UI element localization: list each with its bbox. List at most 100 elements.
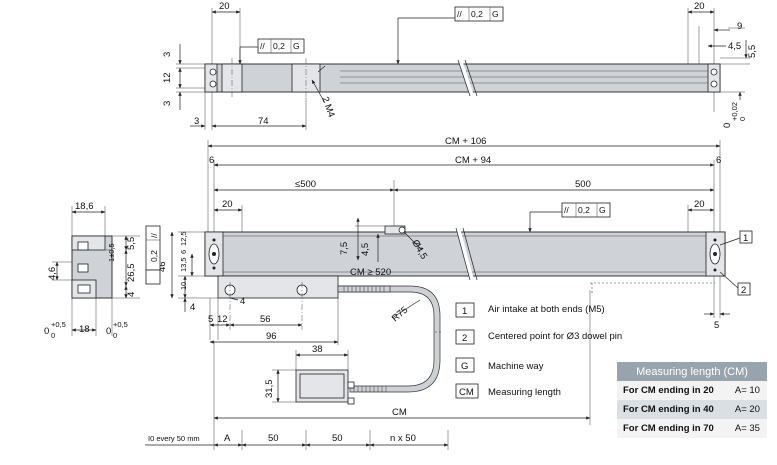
top-view: 20 20 // 0,2 G // 0,2 G bbox=[162, 1, 758, 130]
dim-26-5: 26,5 bbox=[126, 264, 137, 283]
table-row: For CM ending in 20 A= 10 bbox=[617, 381, 767, 400]
table-cell-value: A= 10 bbox=[732, 381, 767, 400]
label-2-m4: 2 M4 bbox=[319, 95, 337, 119]
svg-text:Centered point for Ø3 dowel pi: Centered point for Ø3 dowel pin bbox=[488, 331, 622, 342]
table-cell-value: A= 35 bbox=[732, 419, 767, 438]
dim-4-bottom: 4 bbox=[190, 302, 195, 313]
svg-text:0,2: 0,2 bbox=[273, 41, 285, 51]
dim-500-right: 500 bbox=[575, 179, 591, 190]
parallelism-frame-top-left: // 0,2 G bbox=[257, 38, 305, 54]
dim-top-3-bottom: 3 bbox=[194, 116, 199, 127]
dim-500-left: ≤500 bbox=[295, 179, 316, 190]
dim-top-3-upper: 3 bbox=[162, 52, 173, 57]
table-cell-label: For CM ending in 70 bbox=[617, 419, 733, 438]
svg-text:0,2: 0,2 bbox=[149, 250, 159, 262]
dim-56: 56 bbox=[260, 314, 271, 325]
reference-cell-50b: 50 bbox=[332, 433, 343, 444]
tol-side-left-upper: +0,5 bbox=[51, 320, 66, 329]
dim-top-20-left: 20 bbox=[219, 1, 230, 12]
measuring-table-header: Measuring length (CM) bbox=[617, 362, 767, 381]
side-view: 18,6 4,6 1±0,5 5,5 26,5 4 // 0,2 bbox=[44, 201, 161, 340]
reference-scale: I0 every 50 mm A 50 50 n x 50 bbox=[145, 430, 449, 450]
dim-cm-plus-106: CM + 106 bbox=[445, 136, 486, 147]
dim-12-5: 12,5 bbox=[179, 231, 188, 246]
dim-38: 38 bbox=[312, 344, 323, 355]
svg-text:G: G bbox=[461, 361, 468, 372]
tol-side-right-upper: +0,5 bbox=[113, 320, 128, 329]
dim-4-mid: 4 bbox=[240, 296, 245, 307]
tol-side-right-base: 0 bbox=[106, 326, 111, 337]
legend-item-2: 2 Centered point for Ø3 dowel pin bbox=[455, 329, 622, 345]
front-view: CM + 106 CM + 94 6 6 ≤500 500 20 20 // 0… bbox=[157, 136, 753, 430]
parallelism-frame-side: // 0,2 bbox=[145, 225, 161, 285]
dim-5: 5 bbox=[208, 314, 213, 325]
reference-scale-label: I0 every 50 mm bbox=[148, 434, 200, 443]
dim-top-12: 12 bbox=[162, 72, 173, 83]
svg-text:Machine way: Machine way bbox=[488, 361, 544, 372]
reference-cell-nx50: n x 50 bbox=[390, 433, 416, 444]
dim-4-side: 4 bbox=[126, 292, 137, 297]
dim-cm-plus-94: CM + 94 bbox=[455, 155, 491, 166]
svg-text:2: 2 bbox=[462, 333, 467, 344]
dim-5-right: 5 bbox=[714, 320, 719, 331]
dim-4-5-front: 4,5 bbox=[360, 243, 371, 256]
tol-side-left-base: 0 bbox=[44, 326, 49, 337]
svg-text://: // bbox=[260, 41, 265, 51]
legend-item-cm: CM Measuring length bbox=[455, 383, 561, 399]
reference-cell-50a: 50 bbox=[268, 433, 279, 444]
dim-front-20-left: 20 bbox=[222, 199, 233, 210]
callout-1: 1 bbox=[743, 233, 748, 244]
reference-cell-a: A bbox=[224, 433, 231, 444]
table-cell-label: For CM ending in 40 bbox=[617, 400, 733, 419]
dim-cm-ge-520: CM ≥ 520 bbox=[350, 267, 391, 278]
parallelism-frame-top: // 0,2 G bbox=[454, 6, 504, 22]
dim-4-6: 4,6 bbox=[47, 267, 58, 280]
dim-7-5: 7,5 bbox=[339, 242, 350, 255]
table-cell-value: A= 20 bbox=[732, 400, 767, 419]
dim-r75: R75 bbox=[390, 305, 410, 325]
dim-96: 96 bbox=[266, 331, 277, 342]
svg-text:CM: CM bbox=[459, 387, 474, 398]
legend-item-1: 1 Air intake at both ends (M5) bbox=[455, 302, 605, 318]
table-row: For CM ending in 40 A= 20 bbox=[617, 400, 767, 419]
svg-text:0,2: 0,2 bbox=[578, 205, 590, 215]
dim-6-vert: 6 bbox=[179, 250, 188, 254]
dim-18-side: 18 bbox=[79, 324, 90, 335]
svg-text://: // bbox=[457, 9, 462, 19]
svg-text:1: 1 bbox=[462, 306, 467, 317]
svg-text:G: G bbox=[293, 41, 300, 51]
callout-2: 2 bbox=[741, 285, 746, 296]
tol-top-upper: +0,02 bbox=[730, 102, 739, 121]
tol-side-right-lower: 0 bbox=[113, 331, 117, 340]
svg-text:G: G bbox=[599, 205, 606, 215]
legend-item-g: G Machine way bbox=[455, 357, 544, 373]
dim-18-6: 18,6 bbox=[75, 201, 94, 212]
table-row: For CM ending in 70 A= 35 bbox=[617, 419, 767, 438]
table-cell-label: For CM ending in 20 bbox=[617, 381, 733, 400]
dim-5-5-side: 5,5 bbox=[126, 237, 137, 250]
dim-cm-bottom: CM bbox=[392, 407, 407, 418]
tol-top-base: 0 bbox=[722, 123, 733, 128]
dim-1-pm-0-5: 1±0,5 bbox=[107, 243, 116, 262]
reading-head bbox=[217, 275, 339, 299]
dim-10: 10 bbox=[179, 282, 188, 290]
svg-text:Measuring length: Measuring length bbox=[488, 387, 561, 398]
svg-text:0,2: 0,2 bbox=[471, 9, 483, 19]
dim-top-74: 74 bbox=[258, 116, 269, 127]
tol-top-lower: 0 bbox=[738, 117, 747, 121]
svg-text:Air intake at both ends (M5): Air intake at both ends (M5) bbox=[488, 304, 605, 315]
measuring-length-table: Measuring length (CM) For CM ending in 2… bbox=[617, 362, 767, 438]
dim-31-5: 31,5 bbox=[264, 380, 275, 399]
svg-text://: // bbox=[149, 233, 159, 238]
tol-side-left-lower: 0 bbox=[51, 331, 55, 340]
dim-top-20-right: 20 bbox=[694, 1, 705, 12]
svg-text://: // bbox=[564, 205, 569, 215]
dim-13-5: 13,5 bbox=[179, 257, 188, 272]
dim-front-20-right: 20 bbox=[694, 199, 705, 210]
dim-46: 46 bbox=[157, 261, 168, 272]
dim-top-4-5: 4,5 bbox=[728, 41, 741, 52]
dim-top-5-5: 5,5 bbox=[747, 45, 758, 58]
parallelism-frame-front: // 0,2 G bbox=[561, 202, 611, 218]
dim-12: 12 bbox=[217, 314, 228, 325]
